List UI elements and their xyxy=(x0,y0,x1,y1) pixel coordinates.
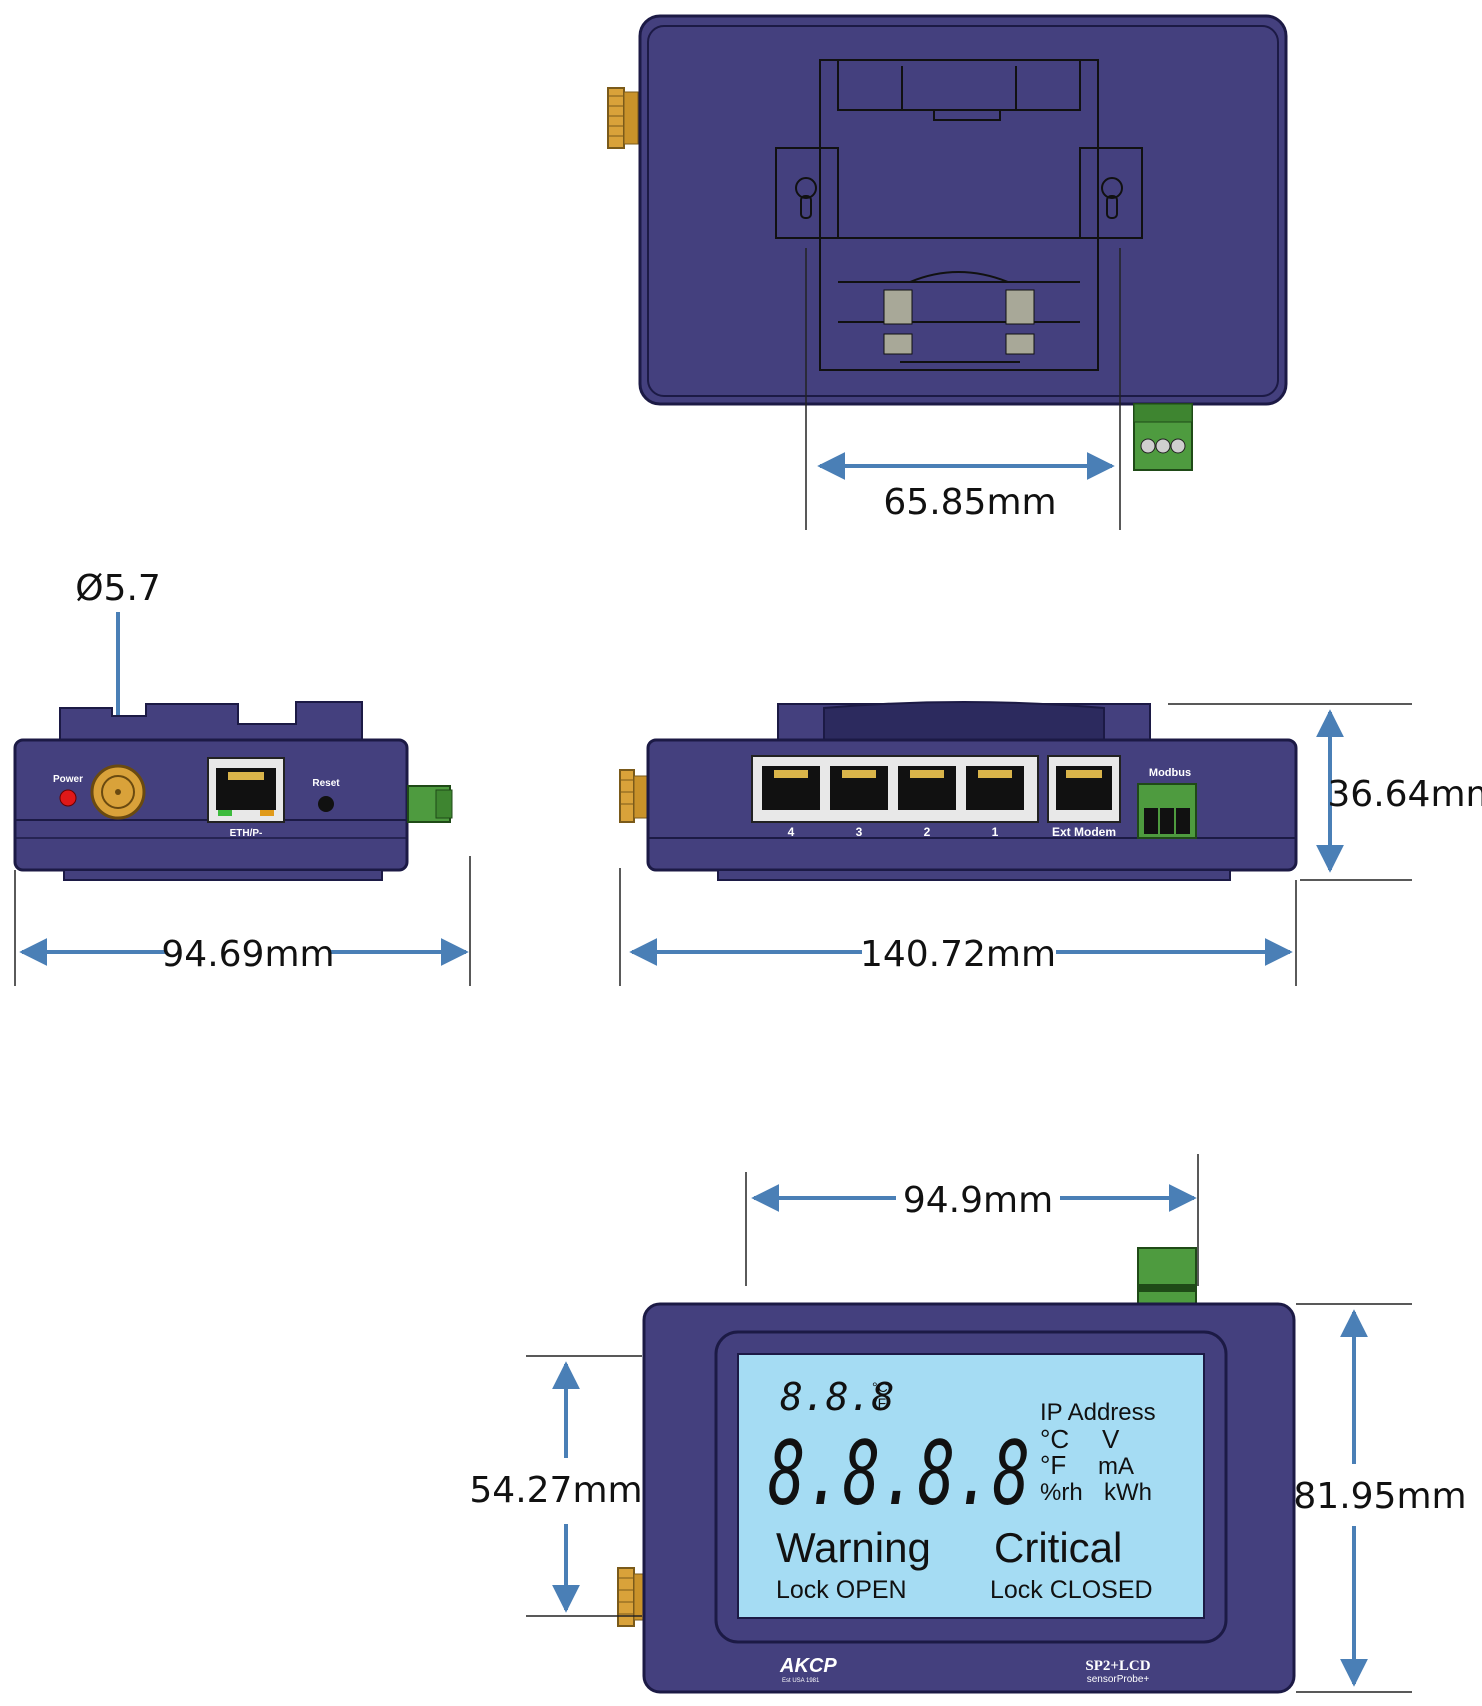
antenna-connector-icon xyxy=(607,87,639,149)
din-clip xyxy=(775,59,1143,371)
akcp-logo: AKCP xyxy=(779,1655,837,1677)
lcd-unit-c: °C xyxy=(1040,1424,1069,1454)
lcd-small-unit-c: °C xyxy=(872,1379,888,1395)
lcd-unit-ma: mA xyxy=(1098,1453,1134,1480)
terminal-block-icon xyxy=(407,785,453,823)
dim-height: 36.64mm xyxy=(1327,774,1482,815)
modbus-terminal-icon xyxy=(1137,783,1197,839)
terminal-block-icon xyxy=(1137,1247,1197,1307)
lcd-big-digits: 8.8.8.8 xyxy=(768,1422,1030,1525)
ext-modem-port-icon xyxy=(1047,755,1121,823)
lcd-unit-v: V xyxy=(1102,1424,1120,1454)
lcd-small-unit-f: °F xyxy=(872,1395,886,1411)
dim-rail-spacing: 65.85mm xyxy=(883,482,1056,523)
keyhole-icon xyxy=(795,177,1123,219)
lcd-small-digits: 8.8.8 xyxy=(780,1375,894,1419)
port-label: 4 xyxy=(788,825,795,839)
lcd-lock-closed: Lock CLOSED xyxy=(990,1576,1153,1604)
model-label: SP2+LCD xyxy=(1085,1658,1150,1674)
lcd-lock-open: Lock OPEN xyxy=(776,1576,907,1604)
power-led-icon xyxy=(59,789,77,807)
power-label: Power xyxy=(53,774,83,785)
front-view: 4 3 2 1 Ext Modem Modbus 36.64mm 140.72m… xyxy=(619,701,1482,986)
port-label: 1 xyxy=(992,825,999,839)
antenna-connector-icon xyxy=(90,764,146,820)
dim-side-width: 94.69mm xyxy=(161,934,334,975)
ext-modem-label: Ext Modem xyxy=(1052,825,1116,839)
akcp-logo-sub: Est USA 1981 xyxy=(782,1678,820,1684)
terminal-block-icon xyxy=(1133,403,1193,471)
port-label: 3 xyxy=(856,825,863,839)
lcd-view: 94.9mm 8.8.8 °C °F 8.8.8.8 IP Address °C… xyxy=(469,1154,1467,1694)
reset-label: Reset xyxy=(312,778,340,789)
spring-icon xyxy=(883,289,1035,355)
dim-front-width: 140.72mm xyxy=(860,934,1056,975)
modbus-label: Modbus xyxy=(1149,767,1191,779)
eth-label: ETH/P- xyxy=(230,828,263,839)
lcd-unit-rh: %rh xyxy=(1040,1479,1083,1506)
lcd-ip-address: IP Address xyxy=(1040,1399,1156,1426)
lcd-unit-kwh: kWh xyxy=(1104,1479,1152,1506)
back-view: 65.85mm xyxy=(607,14,1288,530)
ethernet-port-icon xyxy=(207,757,285,823)
lcd-unit-f: °F xyxy=(1040,1450,1066,1480)
side-view: Ø5.7 Power ETH/P- Reset xyxy=(13,568,471,986)
lcd-screen xyxy=(737,1353,1205,1619)
reset-button-icon xyxy=(318,796,334,812)
lcd-critical: Critical xyxy=(994,1524,1122,1571)
model-sub-label: sensorProbe+ xyxy=(1087,1674,1150,1685)
ethernet-port-group-icon xyxy=(751,755,1039,823)
antenna-connector-icon xyxy=(619,769,649,823)
dim-antenna-diameter: Ø5.7 xyxy=(75,568,161,609)
port-label: 2 xyxy=(924,825,931,839)
dim-lcd-height: 54.27mm xyxy=(469,1470,642,1511)
antenna-connector-icon xyxy=(617,1567,647,1627)
dim-depth: 81.95mm xyxy=(1293,1476,1466,1517)
dim-lcd-width: 94.9mm xyxy=(903,1180,1053,1221)
lcd-warning: Warning xyxy=(776,1524,931,1571)
